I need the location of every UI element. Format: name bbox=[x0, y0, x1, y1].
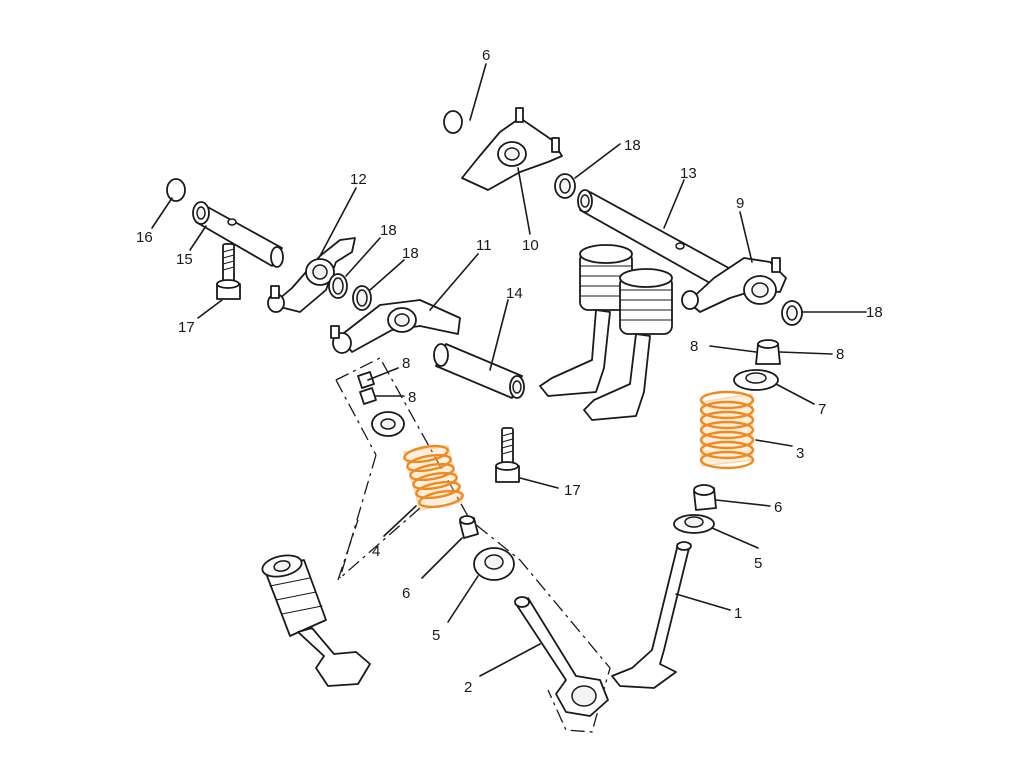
part-6-o-ring-top bbox=[443, 110, 463, 134]
label-17-left: 17 bbox=[178, 319, 195, 336]
label-13: 13 bbox=[680, 165, 697, 182]
part-16-o-ring bbox=[166, 178, 186, 202]
label-15: 15 bbox=[176, 251, 193, 268]
part-14-rocker-shaft bbox=[433, 343, 525, 399]
part-8-collet-left-a bbox=[357, 371, 375, 389]
part-7-spring-retainer bbox=[733, 369, 779, 391]
label-5-right: 5 bbox=[754, 555, 762, 572]
label-9: 9 bbox=[736, 195, 744, 212]
label-11: 11 bbox=[476, 237, 492, 254]
label-8-right-b: 8 bbox=[836, 346, 844, 363]
label-10: 10 bbox=[522, 237, 539, 254]
part-10-rocker-arm bbox=[461, 107, 563, 191]
background-valve-a bbox=[539, 244, 633, 397]
label-5-left: 5 bbox=[432, 627, 440, 644]
label-18-left-b: 18 bbox=[402, 245, 419, 262]
part-17-bolt-center bbox=[495, 427, 520, 483]
part-15-rocker-shaft bbox=[192, 201, 284, 268]
background-valve-b bbox=[583, 268, 673, 421]
leader-lines bbox=[151, 63, 867, 677]
part-8-collet-left-b bbox=[359, 387, 377, 405]
part-9-rocker-arm bbox=[681, 257, 787, 313]
part-4-valve-spring bbox=[403, 444, 464, 511]
part-11-rocker-arm bbox=[330, 299, 461, 354]
part-5-spring-seat-left bbox=[473, 547, 515, 581]
label-8-left-b: 8 bbox=[408, 389, 416, 406]
part-17-bolt-left bbox=[216, 243, 241, 300]
label-18-left-a: 18 bbox=[380, 222, 397, 239]
part-18-washer-left-b bbox=[352, 285, 372, 311]
lower-left-valve-lifter bbox=[261, 554, 371, 687]
label-3: 3 bbox=[796, 445, 804, 462]
label-16: 16 bbox=[136, 229, 153, 246]
part-18-washer-left-a bbox=[328, 273, 348, 299]
part-18-washer-top bbox=[554, 173, 576, 199]
part-12-rocker-arm bbox=[267, 237, 356, 313]
part-labels: 6 18 13 9 12 18 18 11 14 10 16 15 17 18 … bbox=[136, 47, 883, 696]
part-18-washer-right bbox=[781, 300, 803, 326]
assembly-dashed-outline bbox=[335, 357, 611, 733]
part-1-valve bbox=[611, 541, 692, 689]
spring-retainer-left bbox=[371, 411, 405, 437]
label-14: 14 bbox=[506, 285, 523, 302]
part-6-stem-seal-left bbox=[459, 515, 479, 539]
part-8-collet-right bbox=[755, 339, 781, 365]
label-8-right-a: 8 bbox=[690, 338, 698, 355]
label-4: 4 bbox=[372, 543, 380, 560]
label-6-top: 6 bbox=[482, 47, 490, 64]
part-2-valve bbox=[514, 596, 609, 717]
label-6-right: 6 bbox=[774, 499, 782, 516]
label-7: 7 bbox=[818, 401, 826, 418]
part-3-valve-spring bbox=[699, 390, 755, 470]
label-18-top: 18 bbox=[624, 137, 641, 154]
label-8-left-a: 8 bbox=[402, 355, 410, 372]
label-12: 12 bbox=[350, 171, 367, 188]
label-1: 1 bbox=[734, 605, 742, 622]
part-5-spring-seat-right bbox=[673, 514, 715, 534]
label-2: 2 bbox=[464, 679, 472, 696]
label-17-center: 17 bbox=[564, 482, 581, 499]
part-6-stem-seal-right bbox=[693, 484, 717, 511]
label-6-left: 6 bbox=[402, 585, 410, 602]
label-18-right: 18 bbox=[866, 304, 883, 321]
